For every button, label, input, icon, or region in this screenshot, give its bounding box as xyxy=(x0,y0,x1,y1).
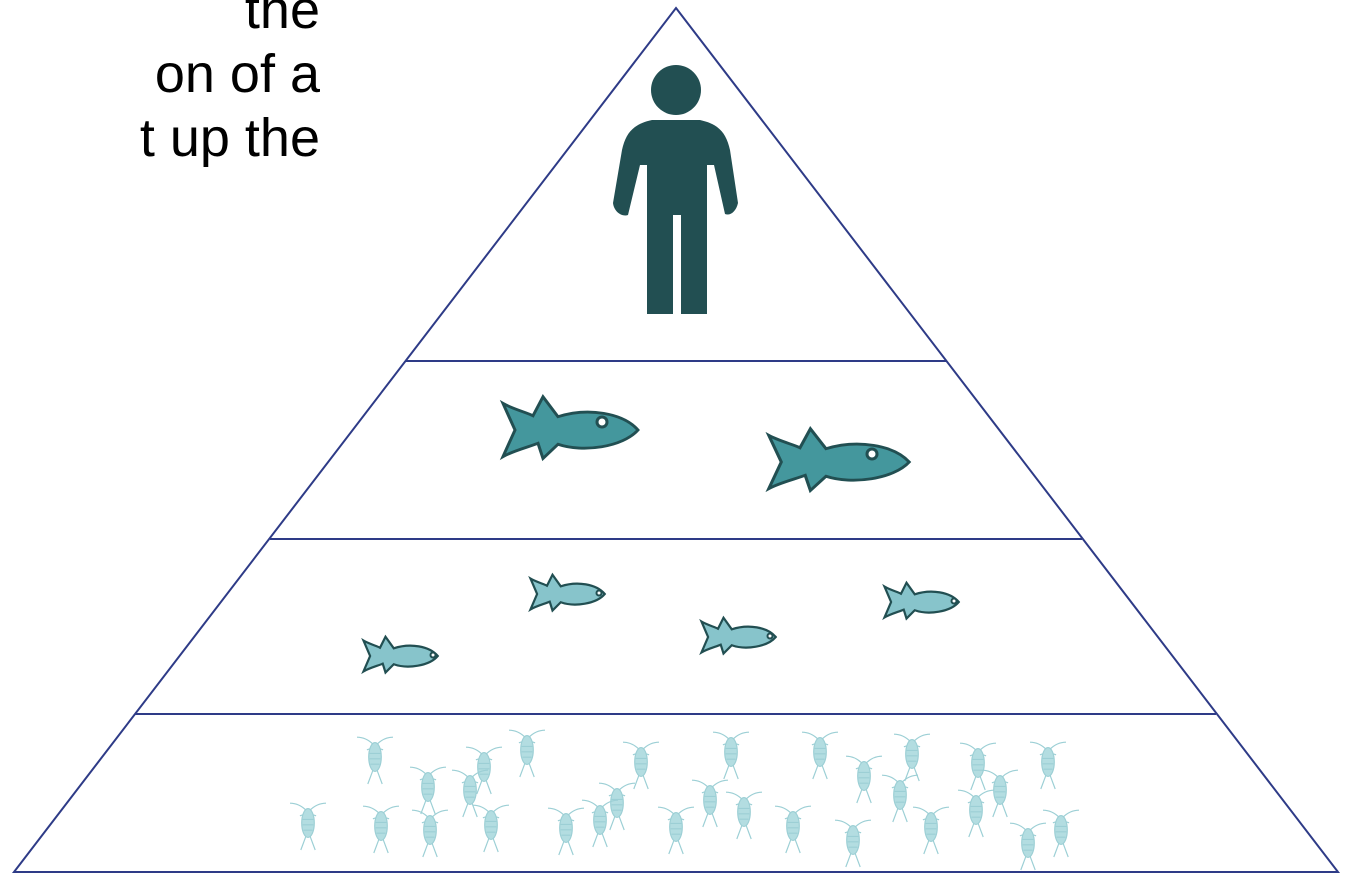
tier-human xyxy=(613,65,738,314)
pyramid xyxy=(11,6,1341,873)
fish-icon xyxy=(883,581,960,620)
zooplankton-icon xyxy=(893,733,931,782)
zooplankton-icon xyxy=(1029,741,1067,790)
zooplankton-icon xyxy=(845,755,883,804)
zooplankton-icon xyxy=(912,806,950,855)
text-line-2: on of a xyxy=(154,44,320,104)
zooplankton-icon xyxy=(959,742,997,791)
fish-icon xyxy=(700,616,777,655)
fish-eye xyxy=(595,589,603,597)
zooplankton-icon xyxy=(957,789,995,838)
person-icon xyxy=(613,65,738,314)
pyramid-outline xyxy=(11,6,1341,873)
tier-large-fish xyxy=(501,395,911,493)
fish-eye xyxy=(595,415,609,429)
zooplankton-icon xyxy=(472,804,510,853)
fish-icon xyxy=(767,427,911,493)
zooplankton-icon xyxy=(834,819,872,868)
zooplankton-icon xyxy=(547,807,585,856)
zooplankton-icon xyxy=(362,805,400,854)
fish-eye xyxy=(429,651,437,659)
zooplankton-icon xyxy=(657,806,695,855)
zooplankton-icon xyxy=(622,741,660,790)
text-line-3: t up the xyxy=(139,108,320,168)
text-fragment: the on of a t up the xyxy=(0,0,320,170)
zooplankton-icon xyxy=(508,729,546,778)
fish-icon xyxy=(362,635,439,674)
fish-icon xyxy=(529,573,606,612)
tier-zooplankton xyxy=(289,729,1080,871)
text-line-1: the xyxy=(244,0,320,40)
zooplankton-icon xyxy=(981,769,1019,818)
zooplankton-icon xyxy=(356,736,394,785)
zooplankton-icon xyxy=(725,791,763,840)
zooplankton-icon xyxy=(1009,822,1047,871)
zooplankton-icon xyxy=(1042,809,1080,858)
fish-eye xyxy=(766,632,774,640)
fish-icon xyxy=(501,395,640,460)
zooplankton-icon xyxy=(774,805,812,854)
zooplankton-icon xyxy=(881,774,919,823)
zooplankton-icon xyxy=(712,731,750,780)
zooplankton-icon xyxy=(411,809,449,858)
tier-small-fish xyxy=(362,573,960,674)
fish-eye xyxy=(865,447,879,461)
zooplankton-icon xyxy=(289,802,327,851)
zooplankton-icon xyxy=(801,731,839,780)
fish-eye xyxy=(950,597,958,605)
zooplankton-icon xyxy=(691,779,729,828)
zooplankton-icon xyxy=(409,766,447,815)
